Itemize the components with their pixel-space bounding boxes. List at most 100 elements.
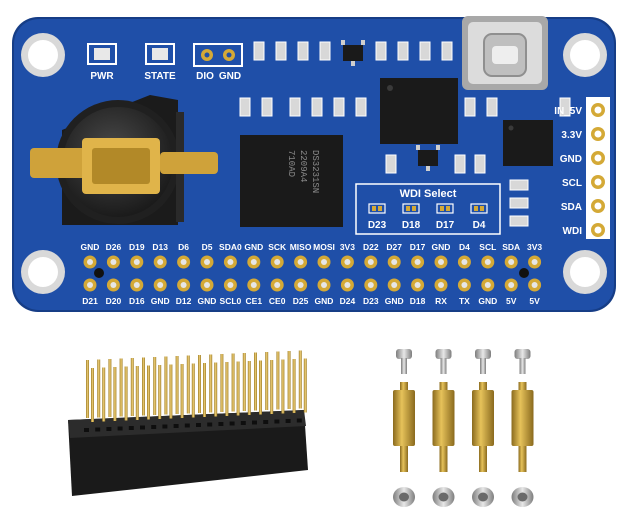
dio-label: DIO	[196, 71, 214, 82]
side-pin-hole	[594, 106, 602, 114]
gpio-hole	[157, 259, 164, 265]
gpio-hole	[180, 259, 187, 265]
gpio-hole	[321, 259, 327, 265]
header-socket	[196, 423, 201, 427]
gpio-hole	[508, 259, 515, 265]
header-pin	[203, 363, 206, 417]
header-socket	[184, 423, 190, 428]
standoff-thread	[518, 446, 527, 472]
eeprom-chip	[503, 120, 553, 166]
gpio-mark	[94, 268, 104, 278]
transistors	[341, 40, 440, 171]
gpio-bottom-label: 5V	[506, 296, 517, 306]
gpio-top-label: D13	[152, 242, 168, 252]
gpio-top-label: D4	[459, 242, 470, 252]
gpio-hole	[321, 282, 327, 288]
gpio-hole	[204, 282, 210, 288]
header-pin	[214, 362, 218, 417]
gpio-top-label: D22	[363, 242, 379, 252]
screw-thread	[480, 358, 486, 374]
gpio-hole	[87, 259, 93, 265]
nut-hole	[399, 492, 409, 502]
nut-hole	[478, 492, 488, 502]
side-pin-hole	[594, 202, 602, 210]
gpio-top-label: MOSI	[313, 242, 335, 252]
header-pin	[209, 354, 213, 413]
header-pin	[303, 358, 307, 413]
gpio-hole	[367, 282, 374, 288]
mounting-holes	[21, 33, 607, 294]
status-leds	[87, 43, 243, 67]
standoff-thread	[479, 446, 487, 472]
standoff-thread	[518, 382, 527, 392]
gpio-hole	[344, 259, 351, 265]
side-pin-label: GND	[560, 154, 582, 165]
gpio-hole	[391, 259, 398, 265]
gpio-bottom-label: CE1	[246, 296, 263, 306]
header-pin	[158, 365, 162, 419]
screw-head	[396, 349, 412, 359]
nut-hole	[517, 492, 528, 502]
header-pin	[119, 358, 123, 417]
gpio-hole	[204, 259, 210, 265]
screw-head	[435, 349, 452, 359]
gpio-bottom-label: GND	[198, 296, 217, 306]
gpio-hole	[87, 282, 93, 288]
gpio-hole	[297, 282, 304, 288]
gpio-top-label: SCK	[268, 242, 287, 252]
standoff-body	[393, 390, 415, 446]
gpio-hole	[110, 282, 117, 288]
header-socket	[285, 419, 291, 423]
screw-head	[514, 349, 531, 359]
header-pin	[198, 355, 201, 413]
header-pin	[292, 359, 296, 413]
gpio-hole	[274, 259, 281, 265]
gpio-hole	[484, 259, 491, 265]
side-pin-label: IN_5V	[554, 106, 582, 117]
header-socket	[207, 422, 213, 427]
header-socket	[296, 418, 302, 423]
screw-thread	[440, 358, 447, 374]
header-socket	[229, 421, 235, 426]
gpio-top-label: GND	[432, 242, 451, 252]
gpio-hole	[461, 259, 468, 265]
header-pin	[130, 358, 134, 416]
header-pin	[108, 359, 112, 417]
gpio-hole	[438, 282, 444, 288]
wdi-option-label: D4	[473, 220, 486, 231]
side-pin-hole	[594, 226, 602, 234]
rtc-chip-line3: 710AD	[286, 150, 296, 177]
header-pin	[242, 353, 246, 411]
gpio-bottom-label: D21	[82, 296, 98, 306]
gpio-hole	[250, 259, 257, 265]
usb-uart-chip	[380, 78, 458, 144]
screw-thread	[401, 358, 407, 374]
gpio-hole	[438, 259, 444, 265]
gpio-top-label: D19	[129, 242, 145, 252]
side-pin-label: WDI	[563, 226, 583, 237]
header-pin	[113, 367, 117, 421]
header-socket	[274, 419, 280, 424]
side-pin-label: SDA	[561, 202, 582, 213]
gpio-hole	[274, 282, 281, 288]
standoff-thread	[400, 382, 408, 392]
wdi-jumper-pad	[402, 203, 420, 214]
header-pin	[175, 356, 179, 414]
gpio-bottom-label: CE0	[269, 296, 286, 306]
standoff-thread	[439, 382, 448, 392]
wdi-jumper-contact	[372, 206, 376, 211]
side-pin-hole	[594, 178, 602, 186]
gpio-top-label: D17	[410, 242, 426, 252]
gpio-bottom-label: TX	[459, 296, 470, 306]
side-pin-label: SCL	[562, 178, 582, 189]
standoff-kit	[393, 349, 534, 507]
gpio-bottom-label: D25	[293, 296, 309, 306]
side-pin-label: 3.3V	[561, 130, 582, 141]
header-pin	[220, 354, 224, 412]
gpio-hole	[227, 282, 234, 288]
header-pin	[147, 365, 150, 420]
side-header: IN_5V 3.3V GND SCL SDA WDI	[554, 97, 610, 239]
header-socket	[252, 420, 257, 425]
wdi-option-label: D23	[368, 220, 387, 231]
wdi-jumper-pad	[436, 203, 454, 214]
